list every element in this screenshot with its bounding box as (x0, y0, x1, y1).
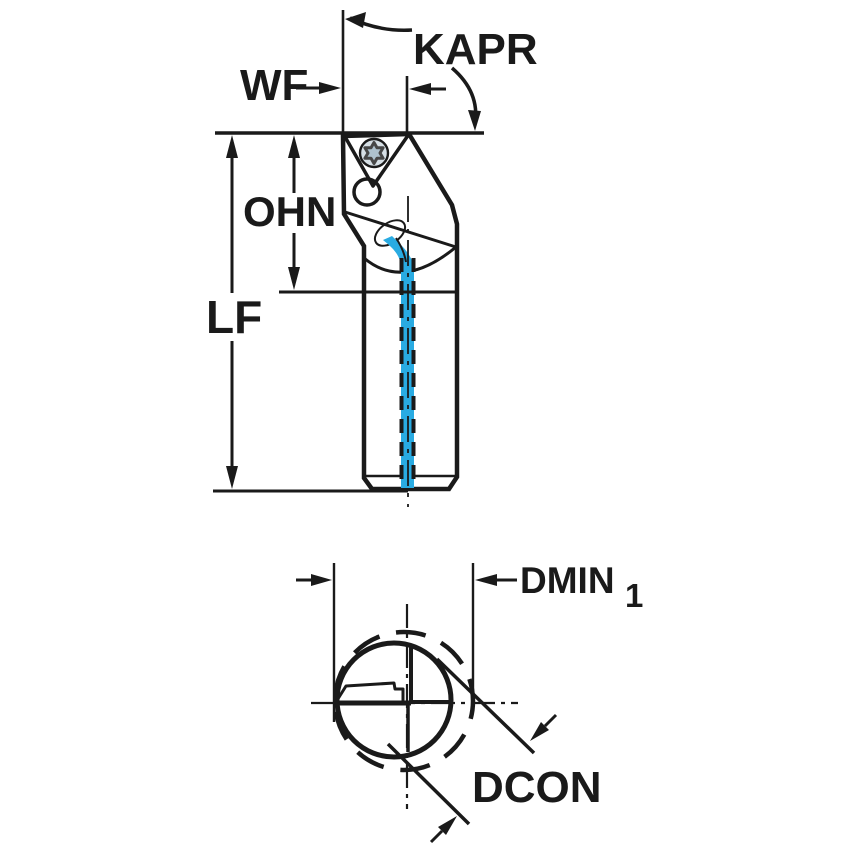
dimension-label-ohn: OHN (243, 188, 336, 235)
torx-star-icon (363, 141, 385, 165)
dimension-label-wf: WF (240, 61, 308, 110)
kapr-dimension: KAPR (345, 12, 538, 131)
wf-arrow-right-head (409, 83, 431, 95)
ohn-dimension: OHN (243, 135, 336, 290)
dmin-arrow-left-head (311, 574, 332, 586)
lf-dimension: LF (206, 135, 262, 489)
dcon-arrow-lower-tail (429, 829, 444, 844)
dimension-label-lf: LF (206, 291, 262, 343)
dcon-arrow-lower-head (438, 816, 457, 835)
head-facet-line (344, 210, 457, 249)
lf-arrow-down-head (226, 466, 238, 489)
dcon-arrow-upper-tail (543, 713, 558, 728)
insert-end-view (334, 681, 405, 704)
end-view: DMIN 1 DCON (296, 560, 643, 844)
lf-arrow-up-head (226, 135, 238, 158)
dcon-tangent-upper (435, 657, 536, 755)
dimension-label-dcon: DCON (472, 763, 602, 812)
holder-body-outline (340, 131, 460, 492)
dmin-arrow-right-head (475, 574, 497, 586)
side-view: WF KAPR OHN LF (206, 10, 538, 507)
clamp-detail (352, 177, 382, 207)
dcon-dimension: DCON (386, 657, 602, 844)
wf-arrow-left-head (319, 82, 341, 94)
wf-dimension: WF (240, 61, 446, 110)
kapr-arc-lower-arrowhead (468, 110, 481, 131)
coolant-stream-edge (395, 237, 407, 263)
dcon-tangent-lower (386, 742, 471, 826)
ohn-arrow-up-head (288, 135, 300, 158)
coolant-stream (383, 236, 414, 488)
ohn-arrow-down-head (288, 267, 300, 290)
dimension-label-dmin-subscript: 1 (625, 577, 643, 614)
dimension-label-dmin: DMIN (520, 560, 615, 601)
kapr-arc-upper-arrowhead (345, 12, 366, 28)
dmin-dimension: DMIN 1 (296, 560, 643, 614)
dcon-arrow-upper-head (530, 722, 549, 741)
dimension-label-kapr: KAPR (413, 25, 538, 74)
